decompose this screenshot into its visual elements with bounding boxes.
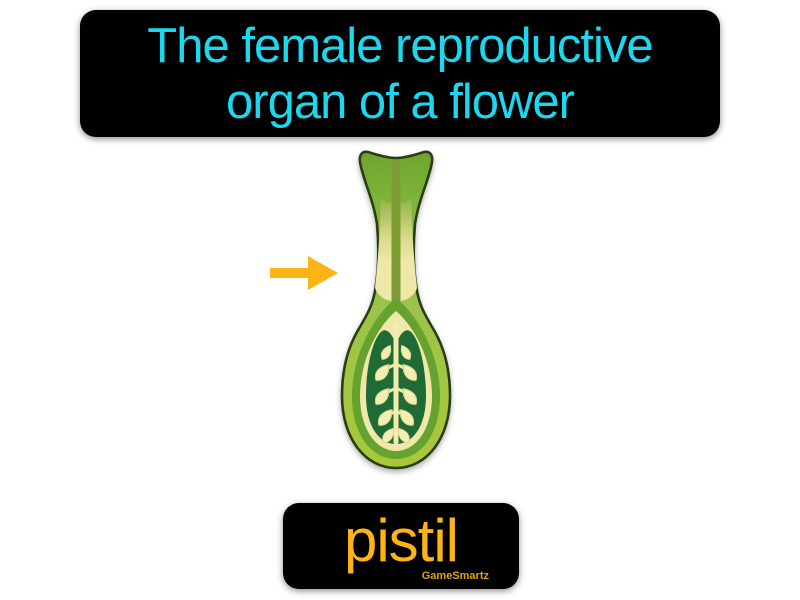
style-canal xyxy=(391,160,401,312)
term-text: pistil xyxy=(343,507,459,574)
arrow-right-icon xyxy=(270,256,338,290)
term-card: pistil GameSmartz xyxy=(283,503,519,589)
definition-text-line1: The female reproductive xyxy=(147,18,653,73)
definition-card: The female reproductive organ of a flowe… xyxy=(80,10,720,137)
brand-watermark: GameSmartz xyxy=(421,570,489,582)
definition-text-line2: organ of a flower xyxy=(226,74,575,129)
pistil-diagram xyxy=(340,150,452,470)
